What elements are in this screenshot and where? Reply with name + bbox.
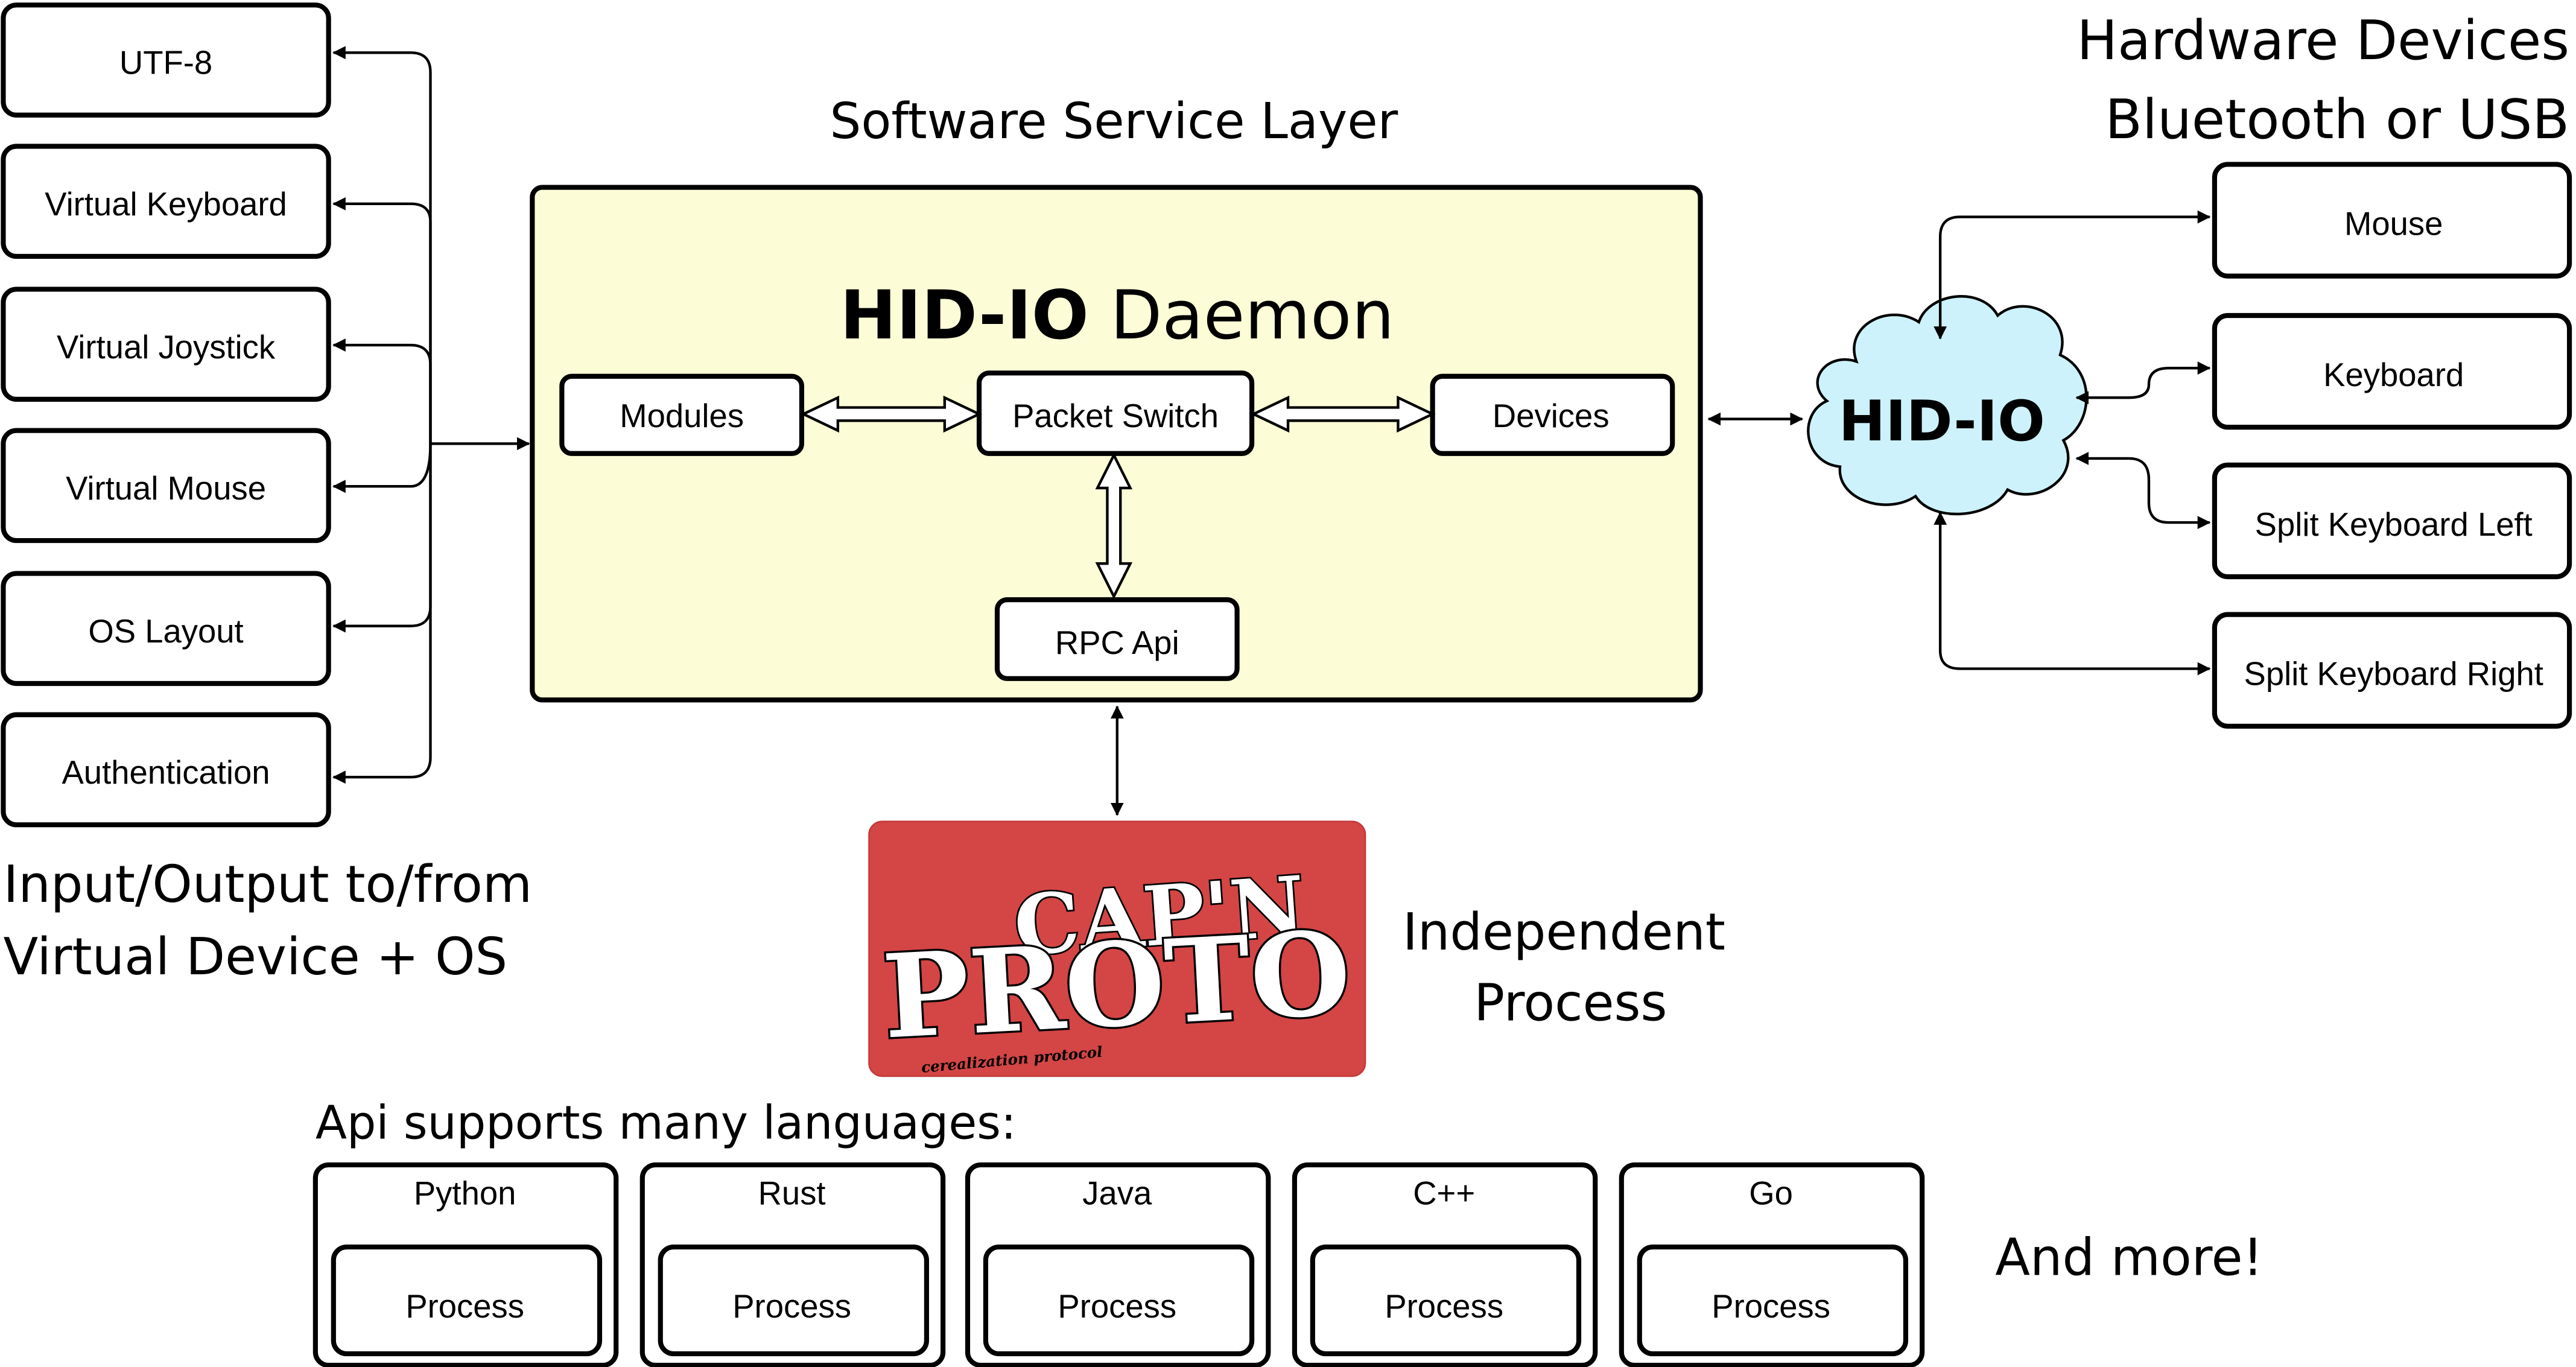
language-python: Python Process [312, 1162, 619, 1367]
software-service-layer-title: Software Service Layer [830, 93, 1398, 150]
devices-box: Devices [1493, 398, 1610, 434]
capnproto-logo: CAP'N PROTO cerealization protocol [868, 820, 1366, 1077]
hardware-device-mouse: Mouse [2212, 162, 2572, 279]
language-process: Process [1058, 1288, 1176, 1325]
language-java: Java Process [965, 1162, 1271, 1367]
virtual-device-authentication: Authentication [1, 712, 331, 828]
language-process: Process [1712, 1288, 1830, 1325]
hardware-device-label: Split Keyboard Right [2244, 656, 2543, 693]
language-name: Java [1082, 1175, 1152, 1211]
virtual-device-mouse: Virtual Mouse [1, 428, 331, 544]
and-more-label: And more! [1995, 1228, 2263, 1287]
language-rust: Rust Process [639, 1162, 946, 1367]
hardware-device-split-right: Split Keyboard Right [2212, 612, 2572, 729]
virtual-device-label: Virtual Mouse [66, 470, 266, 507]
virtual-device-label: Authentication [62, 754, 270, 791]
daemon-title: HID-IO Daemon [840, 276, 1394, 355]
language-cpp: C++ Process [1292, 1162, 1598, 1367]
language-list: Python Process Rust Process Java Process… [312, 1162, 1925, 1367]
capnproto-logo-line1: CAP'N [1011, 858, 1309, 974]
virtual-device-label: OS Layout [88, 613, 243, 650]
modules-switch-double-arrow [800, 395, 983, 433]
hardware-title-line2: Bluetooth or USB [2105, 89, 2569, 151]
hardware-device-label: Keyboard [2323, 357, 2464, 393]
hid-io-cloud-label: HID-IO [1839, 389, 2045, 454]
daemon-title-bold: HID-IO [840, 276, 1089, 355]
switch-rpc-double-arrow [1095, 452, 1133, 600]
virtual-device-caption-line1: Input/Output to/from [3, 855, 532, 914]
virtual-device-keyboard: Virtual Keyboard [1, 144, 331, 259]
hardware-connectors [1934, 210, 2211, 676]
hardware-title-line1: Hardware Devices [2077, 10, 2570, 72]
daemon-title-rest: Daemon [1089, 276, 1394, 355]
virtual-device-os-layout: OS Layout [1, 571, 331, 687]
virtual-device-label: Virtual Keyboard [45, 186, 287, 223]
languages-title: Api supports many languages: [316, 1096, 1017, 1149]
virtual-device-caption-line2: Virtual Device + OS [3, 927, 507, 986]
hardware-device-keyboard: Keyboard [2212, 312, 2572, 430]
independent-process-caption-line2: Process [1474, 973, 1667, 1032]
language-name: C++ [1413, 1175, 1475, 1211]
hardware-device-label: Mouse [2344, 206, 2443, 243]
virtual-device-utf8: UTF-8 [1, 2, 331, 118]
independent-process-caption-line1: Independent [1403, 902, 1725, 962]
virtual-device-label: UTF-8 [119, 45, 212, 81]
packet-switch-box: Packet Switch [1012, 398, 1219, 434]
language-go: Go Process [1619, 1162, 1925, 1367]
hardware-device-list: Mouse Keyboard Split Keyboard Left Split… [2212, 162, 2572, 729]
virtual-device-label: Virtual Joystick [57, 329, 276, 366]
language-name: Rust [758, 1175, 826, 1211]
rpc-api-box: RPC Api [1055, 624, 1179, 661]
language-process: Process [405, 1288, 524, 1325]
language-process: Process [732, 1288, 851, 1325]
virtual-device-joystick: Virtual Joystick [1, 287, 331, 402]
hid-io-daemon-box: HID-IO Daemon Modules Packet Switch Devi… [530, 185, 1703, 703]
switch-devices-double-arrow [1250, 395, 1436, 433]
modules-box: Modules [620, 398, 744, 434]
capnproto-logo-line2: PROTO [880, 905, 1354, 1064]
virtual-device-list: UTF-8 Virtual Keyboard Virtual Joystick … [1, 2, 331, 828]
virtual-device-connectors [332, 46, 530, 784]
cloud-icon: HID-IO [1807, 295, 2088, 516]
language-name: Go [1749, 1175, 1793, 1211]
hardware-device-label: Split Keyboard Left [2255, 506, 2533, 543]
language-process: Process [1385, 1288, 1503, 1325]
language-name: Python [414, 1175, 516, 1211]
hardware-device-split-left: Split Keyboard Left [2212, 462, 2572, 580]
